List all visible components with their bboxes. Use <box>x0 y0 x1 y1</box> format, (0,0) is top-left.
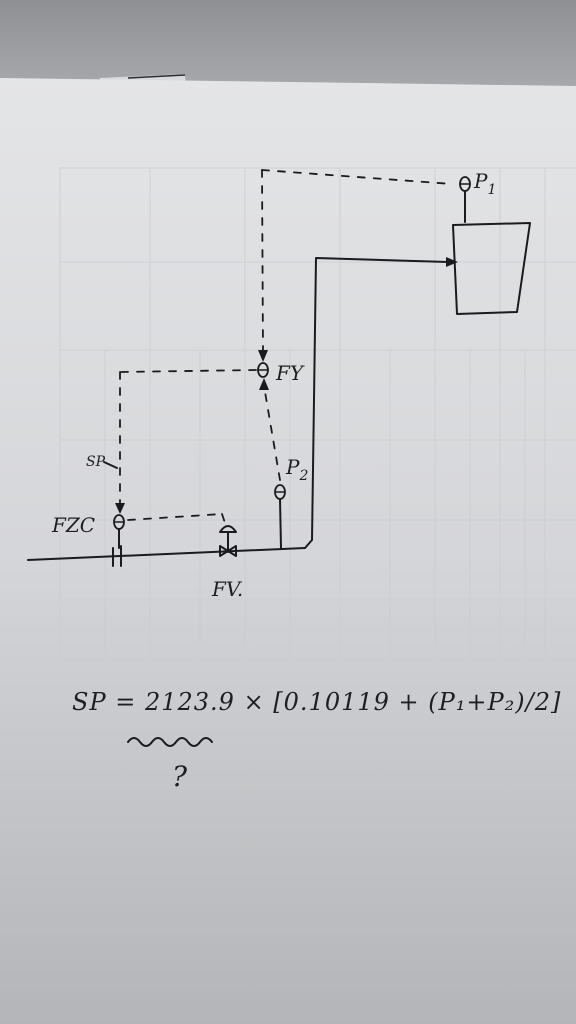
signal-line-fy-left <box>119 369 257 373</box>
faint-printed-table <box>59 167 576 661</box>
label-fy: FY <box>275 361 305 385</box>
label-p2: P2 <box>285 455 308 484</box>
label-fv: FV. <box>211 577 243 601</box>
signal-line-p2-fy <box>263 385 281 481</box>
label-sp: SP <box>86 454 106 470</box>
signal-line-fzc-fv <box>127 513 223 521</box>
process-pipe-main <box>27 547 306 561</box>
signal-line-to-fy <box>261 169 264 353</box>
fv-actuator-icon <box>219 525 237 533</box>
arrow-into-fy-from-p2 <box>259 378 269 390</box>
signal-line-p1 <box>261 169 453 185</box>
label-fzc: FZC <box>51 513 95 537</box>
vessel-outline <box>452 222 531 315</box>
arrow-into-fy <box>258 350 268 362</box>
setpoint-equation: SP = 2123.9 × [0.10119 + (P₁+P₂)/2] <box>72 688 561 716</box>
arrow-into-vessel <box>446 257 458 267</box>
paper-sheet <box>0 78 576 1024</box>
background-surface <box>0 0 576 90</box>
label-p1: P1 <box>473 169 496 198</box>
question-mark: ? <box>172 760 188 793</box>
fv-valve-icon <box>219 545 237 557</box>
process-pipe-riser <box>304 257 449 549</box>
arrow-into-fzc <box>115 503 125 514</box>
wavy-underline <box>127 737 213 747</box>
